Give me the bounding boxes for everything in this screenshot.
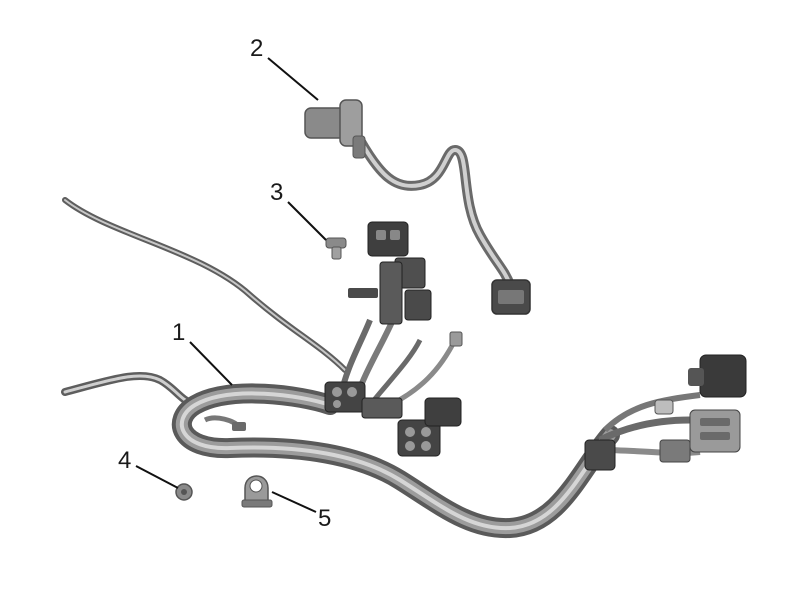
callout-5: 5 [318, 505, 331, 532]
leader-line-3 [287, 201, 327, 241]
callout-4: 4 [118, 447, 131, 474]
leader-line-1 [189, 341, 233, 386]
leader-line-4 [135, 465, 179, 489]
sensor-lead-icon[interactable] [304, 99, 531, 315]
callout-2: 2 [250, 35, 263, 62]
main-wiring-harness-icon[interactable] [61, 197, 747, 539]
callout-1: 1 [172, 319, 185, 346]
callout-3: 3 [270, 179, 283, 206]
leader-line-5 [271, 491, 317, 513]
clamp-icon[interactable] [241, 475, 273, 508]
nut-icon[interactable] [175, 483, 193, 501]
screw-icon[interactable] [325, 237, 347, 260]
leader-line-2 [267, 57, 319, 101]
